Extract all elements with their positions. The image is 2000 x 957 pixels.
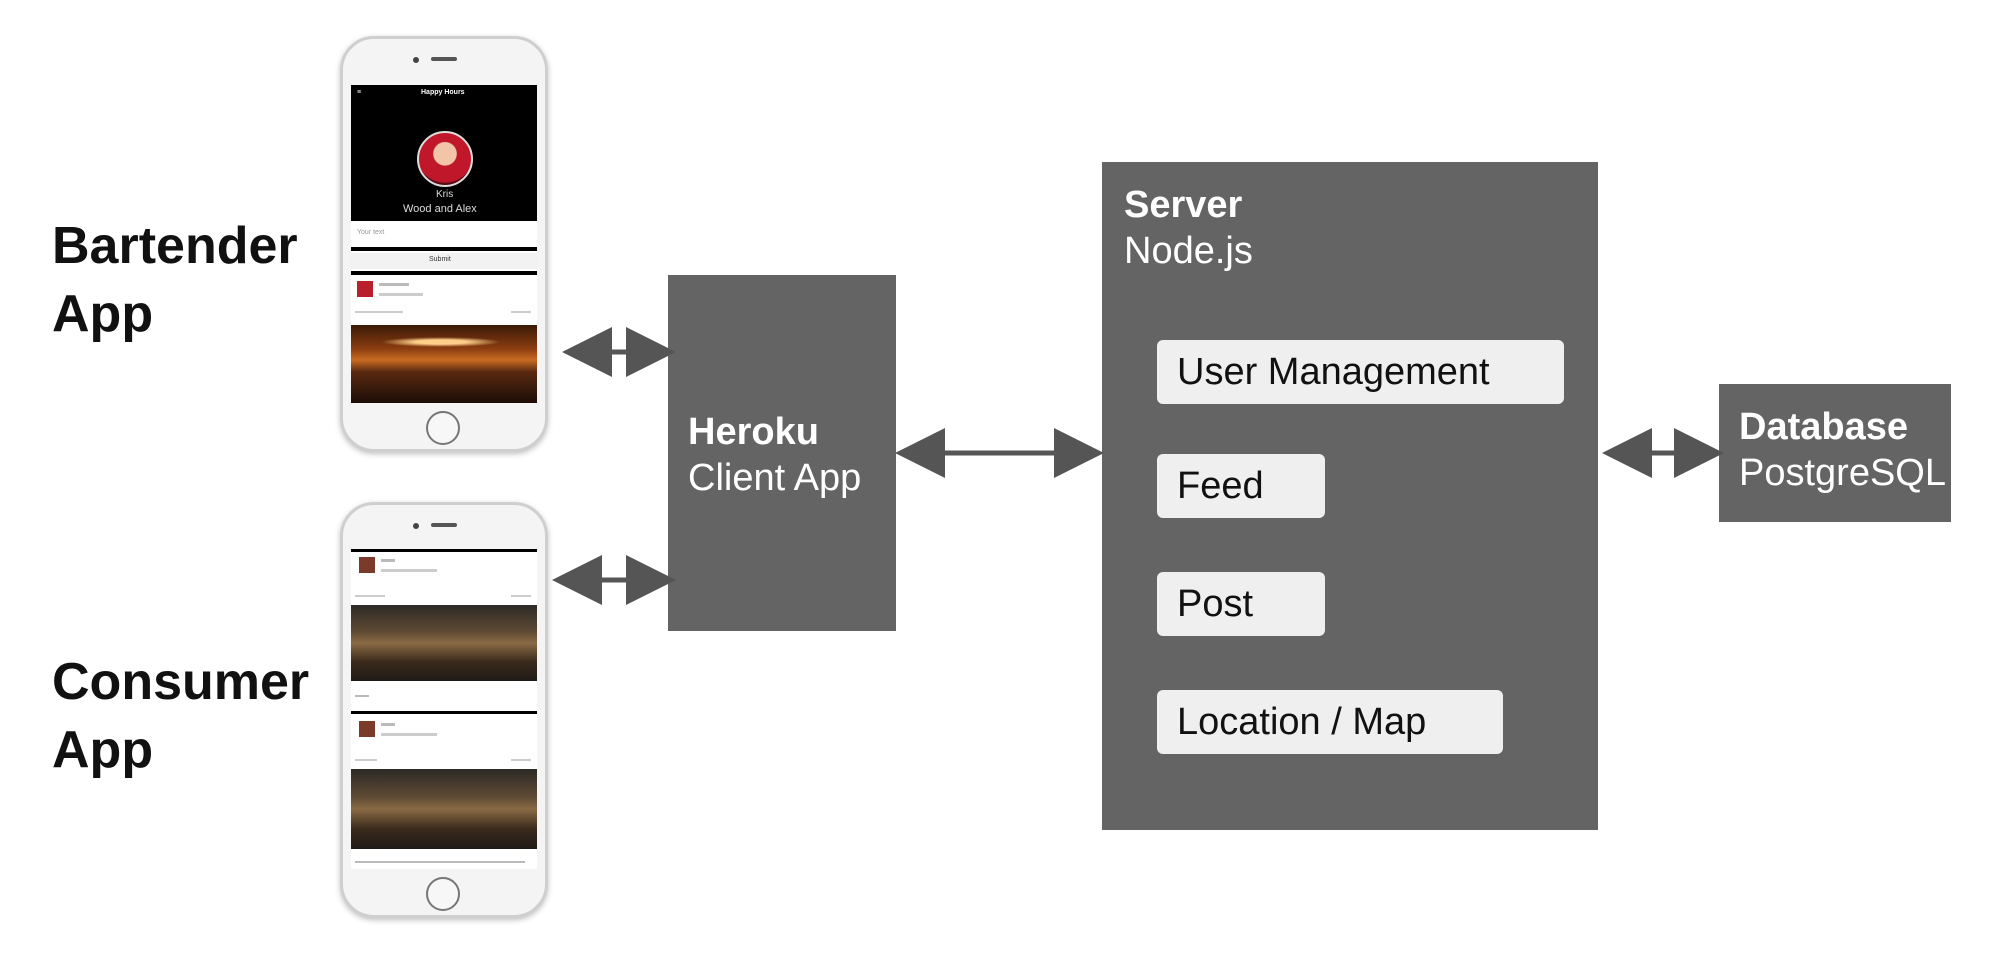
speaker-slot (431, 57, 457, 61)
feed-meta-line (511, 759, 531, 761)
bartender-phone: ≡ Happy Hours Kris Wood and Alex Your te… (340, 36, 548, 452)
feed-avatar (359, 557, 375, 573)
database-block: Database PostgreSQL (1719, 384, 1951, 522)
avatar (417, 131, 473, 187)
restaurant-photo (351, 605, 537, 681)
database-subtitle: PostgreSQL (1739, 452, 1946, 494)
heroku-subtitle: Client App (688, 457, 862, 499)
divider-bar (351, 247, 537, 251)
profile-name: Kris (436, 189, 454, 200)
profile-header: ≡ Happy Hours Kris Wood and Alex (351, 85, 537, 221)
post-module: Post (1157, 572, 1325, 636)
bartender-phone-screen: ≡ Happy Hours Kris Wood and Alex Your te… (351, 85, 537, 403)
bar-light (381, 337, 501, 347)
restaurant-photo (351, 769, 537, 849)
consumer-phone-screen (351, 549, 537, 869)
profile-venue: Wood and Alex (403, 203, 477, 215)
divider-bar (351, 271, 537, 275)
post-meta-line (511, 311, 531, 313)
divider-bar (351, 711, 537, 714)
post-meta-line (355, 311, 403, 313)
consumer-app-label-line1: Consumer (52, 653, 310, 711)
speaker-slot (431, 523, 457, 527)
submit-button[interactable]: Submit (351, 253, 537, 269)
feed-meta-line (355, 595, 385, 597)
divider-bar (351, 549, 537, 552)
heroku-block-text: Heroku Client App (688, 409, 861, 501)
header-title: Happy Hours (421, 89, 465, 96)
submit-button-label: Submit (429, 256, 451, 263)
server-block: Server Node.js User Management Feed Post… (1102, 162, 1598, 830)
feed-caption-line (355, 695, 369, 697)
location-map-module: Location / Map (1157, 690, 1503, 754)
feed-text-line (381, 569, 437, 572)
feed-text-line (381, 559, 395, 562)
feed-meta-line (355, 759, 377, 761)
home-button[interactable] (426, 877, 460, 911)
bartender-app-label-line2: App (52, 285, 154, 343)
post-text-line (379, 293, 423, 296)
heroku-client-app-block: Heroku Client App (668, 275, 896, 631)
heroku-title: Heroku (688, 411, 819, 453)
feed-text-line (381, 733, 437, 736)
bar-photo (351, 325, 537, 403)
post-text-line (379, 283, 409, 286)
server-subtitle: Node.js (1124, 230, 1253, 272)
feed-avatar (359, 721, 375, 737)
server-title: Server (1124, 184, 1243, 226)
bartender-app-label-line1: Bartender (52, 217, 298, 275)
database-block-text: Database PostgreSQL (1739, 404, 1946, 496)
feed-meta-line (511, 595, 531, 597)
post-input[interactable]: Your text (357, 229, 385, 236)
camera-dot (413, 57, 419, 63)
feed-module: Feed (1157, 454, 1325, 518)
post-avatar (357, 281, 373, 297)
consumer-app-label: Consumer App (52, 648, 309, 784)
server-block-text: Server Node.js (1124, 182, 1253, 274)
database-title: Database (1739, 406, 1908, 448)
consumer-app-label-line2: App (52, 721, 154, 779)
feed-caption-line (355, 861, 525, 863)
camera-dot (413, 523, 419, 529)
bartender-app-label: Bartender App (52, 212, 298, 348)
menu-icon[interactable]: ≡ (357, 89, 362, 96)
user-management-module: User Management (1157, 340, 1564, 404)
consumer-phone (340, 502, 548, 918)
home-button[interactable] (426, 411, 460, 445)
feed-text-line (381, 723, 395, 726)
